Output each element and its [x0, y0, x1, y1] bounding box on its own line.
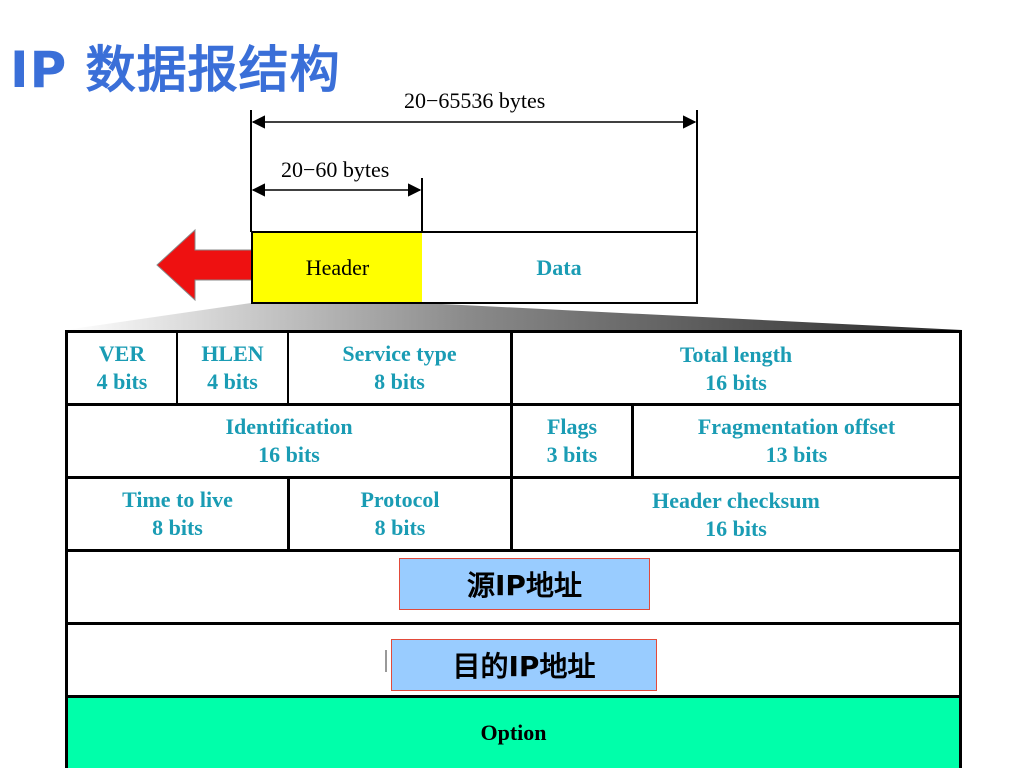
field-service-type: Service type 8 bits	[289, 333, 510, 403]
field-size: 4 bits	[96, 369, 148, 394]
field-fragmentation-offset: Fragmentation offset 13 bits	[634, 406, 959, 476]
direction-arrow-icon	[156, 228, 253, 302]
field-time-to-live: Time to live 8 bits	[68, 479, 287, 549]
col-divider	[287, 330, 289, 404]
dest-ip-box: 目的IP地址	[391, 639, 657, 691]
col-divider	[287, 478, 290, 550]
packet-header-label: Header	[305, 254, 370, 280]
row-divider	[65, 476, 962, 479]
field-option: Option	[68, 698, 959, 768]
packet-data-box: Data	[422, 231, 698, 304]
field-size: 16 bits	[705, 516, 767, 541]
field-name: Identification	[225, 414, 353, 439]
field-flags: Flags 3 bits	[513, 406, 631, 476]
field-total-length: Total length 16 bits	[513, 333, 959, 405]
field-size: 16 bits	[258, 442, 320, 467]
dest-ip-label: 目的IP地址	[452, 650, 596, 683]
packet-data-label: Data	[536, 254, 582, 280]
field-size: 4 bits	[207, 369, 258, 394]
field-hlen: HLEN 4 bits	[178, 333, 287, 403]
field-name: Flags	[546, 414, 598, 439]
field-size: 8 bits	[374, 515, 426, 540]
source-ip-label: 源IP地址	[467, 569, 582, 602]
row-divider	[65, 549, 962, 552]
col-divider	[510, 330, 513, 550]
field-name: Service type	[342, 341, 457, 366]
total-length-label: 20−65536 bytes	[404, 88, 546, 113]
field-name: Fragmentation offset	[697, 414, 896, 439]
field-size: 16 bits	[705, 370, 767, 395]
expansion-fan	[65, 303, 962, 330]
field-name: Time to live	[122, 487, 233, 512]
field-header-checksum: Header checksum 16 bits	[513, 479, 959, 551]
row-divider	[65, 695, 962, 698]
col-divider	[176, 330, 178, 404]
packet-header-box: Header	[251, 231, 424, 304]
field-size: 8 bits	[152, 515, 203, 540]
field-name: Header checksum	[652, 488, 820, 513]
field-identification: Identification 16 bits	[68, 406, 510, 476]
row-divider	[65, 403, 962, 406]
field-name: Protocol	[360, 487, 440, 512]
header-length-label: 20−60 bytes	[281, 157, 390, 182]
field-name: HLEN	[201, 341, 264, 366]
field-name: Total length	[679, 342, 793, 367]
source-ip-box: 源IP地址	[399, 558, 650, 610]
field-size: 13 bits	[765, 442, 828, 467]
field-size: 3 bits	[546, 442, 598, 467]
field-protocol: Protocol 8 bits	[290, 479, 510, 549]
row-divider	[65, 622, 962, 625]
field-size: 8 bits	[374, 369, 425, 394]
field-name: VER	[98, 341, 146, 366]
page-title: IP 数据报结构	[10, 41, 341, 99]
col-divider	[631, 404, 634, 477]
field-ver: VER 4 bits	[68, 333, 176, 403]
hidden-text-fragment	[385, 650, 395, 672]
field-name: Option	[480, 720, 547, 745]
